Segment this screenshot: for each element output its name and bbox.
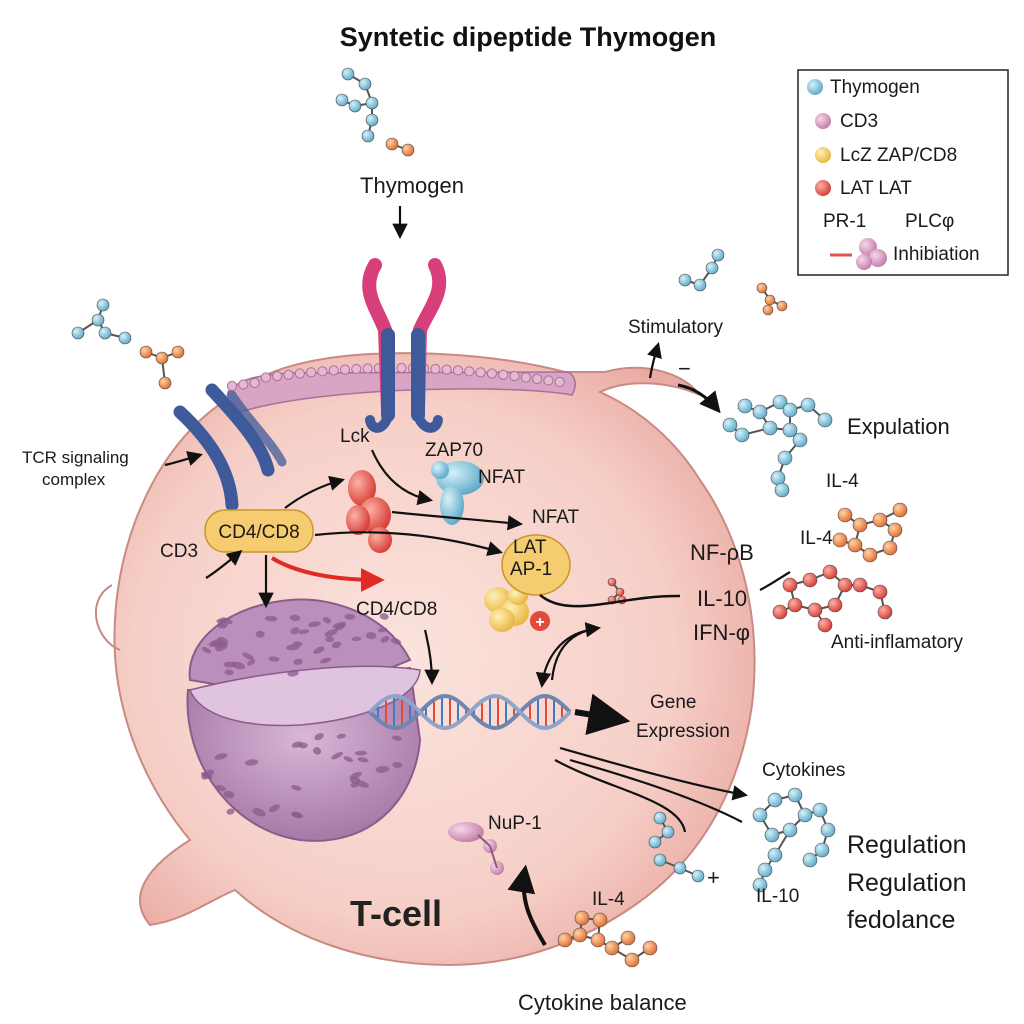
legend: Thymogen CD3 LcZ ZAP/CD8 LAT LAT PR-1 PL… <box>797 69 1009 276</box>
thymogen-molecule-right-top <box>678 248 725 292</box>
legend-inhibition-label: Inhibiation <box>893 244 980 265</box>
label-regulation-1: Regulation <box>847 831 967 859</box>
orange-molecule-top <box>385 137 415 157</box>
label-zap70: ZAP70 <box>425 440 483 461</box>
label-nfat-b: NFAT <box>532 507 580 528</box>
arrow-lat-il10 <box>539 594 681 608</box>
dna-helix <box>368 694 572 730</box>
arrow-expulation <box>677 383 721 414</box>
label-cytokines: Cytokines <box>762 760 845 781</box>
arrow-stimulatory-up <box>647 342 662 379</box>
legend-inhibition-blob <box>856 238 887 270</box>
arrow-cd48-lat <box>314 531 503 557</box>
label-il4-right2: IL-4 <box>800 528 833 549</box>
label-lat: LAT <box>513 537 547 558</box>
legend-label-3: LAT LAT <box>840 178 912 199</box>
thymogen-molecule-cytokines <box>752 787 836 893</box>
legend-marker-1 <box>815 113 831 129</box>
cd4-cd8-box <box>204 509 314 553</box>
label-il10-mid: IL-10 <box>697 586 747 611</box>
label-cd3: CD3 <box>160 541 198 562</box>
orange-molecule-right-top <box>756 282 788 316</box>
arrow-tcr-in <box>164 451 203 467</box>
label-tcr-line2: complex <box>42 470 106 489</box>
arrow-lck-zap <box>370 449 434 506</box>
label-lck: Lck <box>340 426 370 447</box>
label-tcell: T-cell <box>350 893 442 934</box>
label-nfat-a: NFAT <box>478 467 526 488</box>
blue-protein-zap70 <box>431 461 484 525</box>
arrow-red-nfat <box>391 510 524 531</box>
orange-molecule-il4-right <box>832 502 908 563</box>
plus-badge-red: + <box>530 611 550 631</box>
label-thymogen-top: Thymogen <box>360 173 464 198</box>
legend-box <box>797 69 1009 276</box>
label-expulation: Expulation <box>847 414 950 439</box>
molecule-groups <box>71 67 908 968</box>
label-cd4cd8-box: CD4/CD8 <box>218 522 299 543</box>
label-cytokine-balance: Cytokine balance <box>518 990 687 1015</box>
red-molecule-anti-inflammatory <box>772 564 893 633</box>
arrow-il4-up <box>507 864 547 947</box>
arrow-cd48mid-dna <box>423 629 440 686</box>
arrow-cd3-in <box>205 550 243 579</box>
legend-marker-2 <box>815 147 831 163</box>
legend-label-2: LcZ ZAP/CD8 <box>840 145 957 166</box>
label-ifn: IFN-φ <box>693 620 750 645</box>
nup1-protein <box>448 822 504 875</box>
legend-label-0: Thymogen <box>830 77 920 98</box>
cell-protrusion-left <box>94 584 121 651</box>
label-il4-right1: IL-4 <box>826 471 859 492</box>
label-nfkb: NF-ρB <box>690 540 754 565</box>
svg-text:+: + <box>535 614 544 631</box>
label-plus: + <box>707 865 720 890</box>
legend-plc: PLCφ <box>905 211 954 232</box>
label-il4-bottom: IL-4 <box>592 889 625 910</box>
tcr-receptor-top <box>362 258 447 433</box>
legend-marker-3 <box>815 180 831 196</box>
orange-molecule-il4-bottom <box>557 910 658 968</box>
label-minus: − <box>678 356 691 381</box>
nucleus <box>186 598 422 842</box>
label-ap1: AP-1 <box>510 559 552 580</box>
label-gene-line1: Gene <box>650 692 696 713</box>
arrow-cytokines-b <box>554 759 687 833</box>
membrane-beads <box>226 362 565 392</box>
arrow-dna-ifn <box>550 622 602 681</box>
diagram-title: Syntetic dipeptide Thymogen <box>340 22 717 52</box>
thymogen-molecule-bottom-a <box>648 811 675 849</box>
label-il10-bottom: IL-10 <box>756 886 799 907</box>
legend-pr1: PR-1 <box>823 211 866 232</box>
arrow-gene-expression <box>574 693 631 736</box>
label-anti-inflammatory: Anti-inflamatory <box>831 632 963 653</box>
thymogen-molecule-left <box>71 298 132 345</box>
thymogen-molecule-top <box>335 67 379 143</box>
arrow-cd48-to-red <box>284 475 345 509</box>
arrow-il4-right-link <box>759 571 791 591</box>
label-tcr-line1: TCR signaling <box>22 448 129 467</box>
pathway-arrows <box>164 206 791 947</box>
label-regulation-2: Regulation <box>847 869 967 897</box>
thymogen-molecule-expulation <box>722 394 833 498</box>
lat-ap1-blob <box>501 534 571 596</box>
thymogen-molecule-bottom-b <box>653 853 705 883</box>
legend-label-1: CD3 <box>840 111 878 132</box>
arrow-cytokines-a <box>559 746 749 801</box>
legend-marker-0 <box>807 79 823 95</box>
tcr-receptor-left <box>173 383 287 512</box>
label-gene-line2: Expression <box>636 721 730 742</box>
label-fedolance: fedolance <box>847 906 955 934</box>
label-nup1: NuP-1 <box>488 813 542 834</box>
inhibition-arrow-red <box>270 556 385 592</box>
orange-molecule-left <box>139 345 185 390</box>
label-stimulatory: Stimulatory <box>628 317 724 338</box>
label-cd4cd8-mid: CD4/CD8 <box>356 599 437 620</box>
arrow-cytokines-c <box>569 758 743 823</box>
